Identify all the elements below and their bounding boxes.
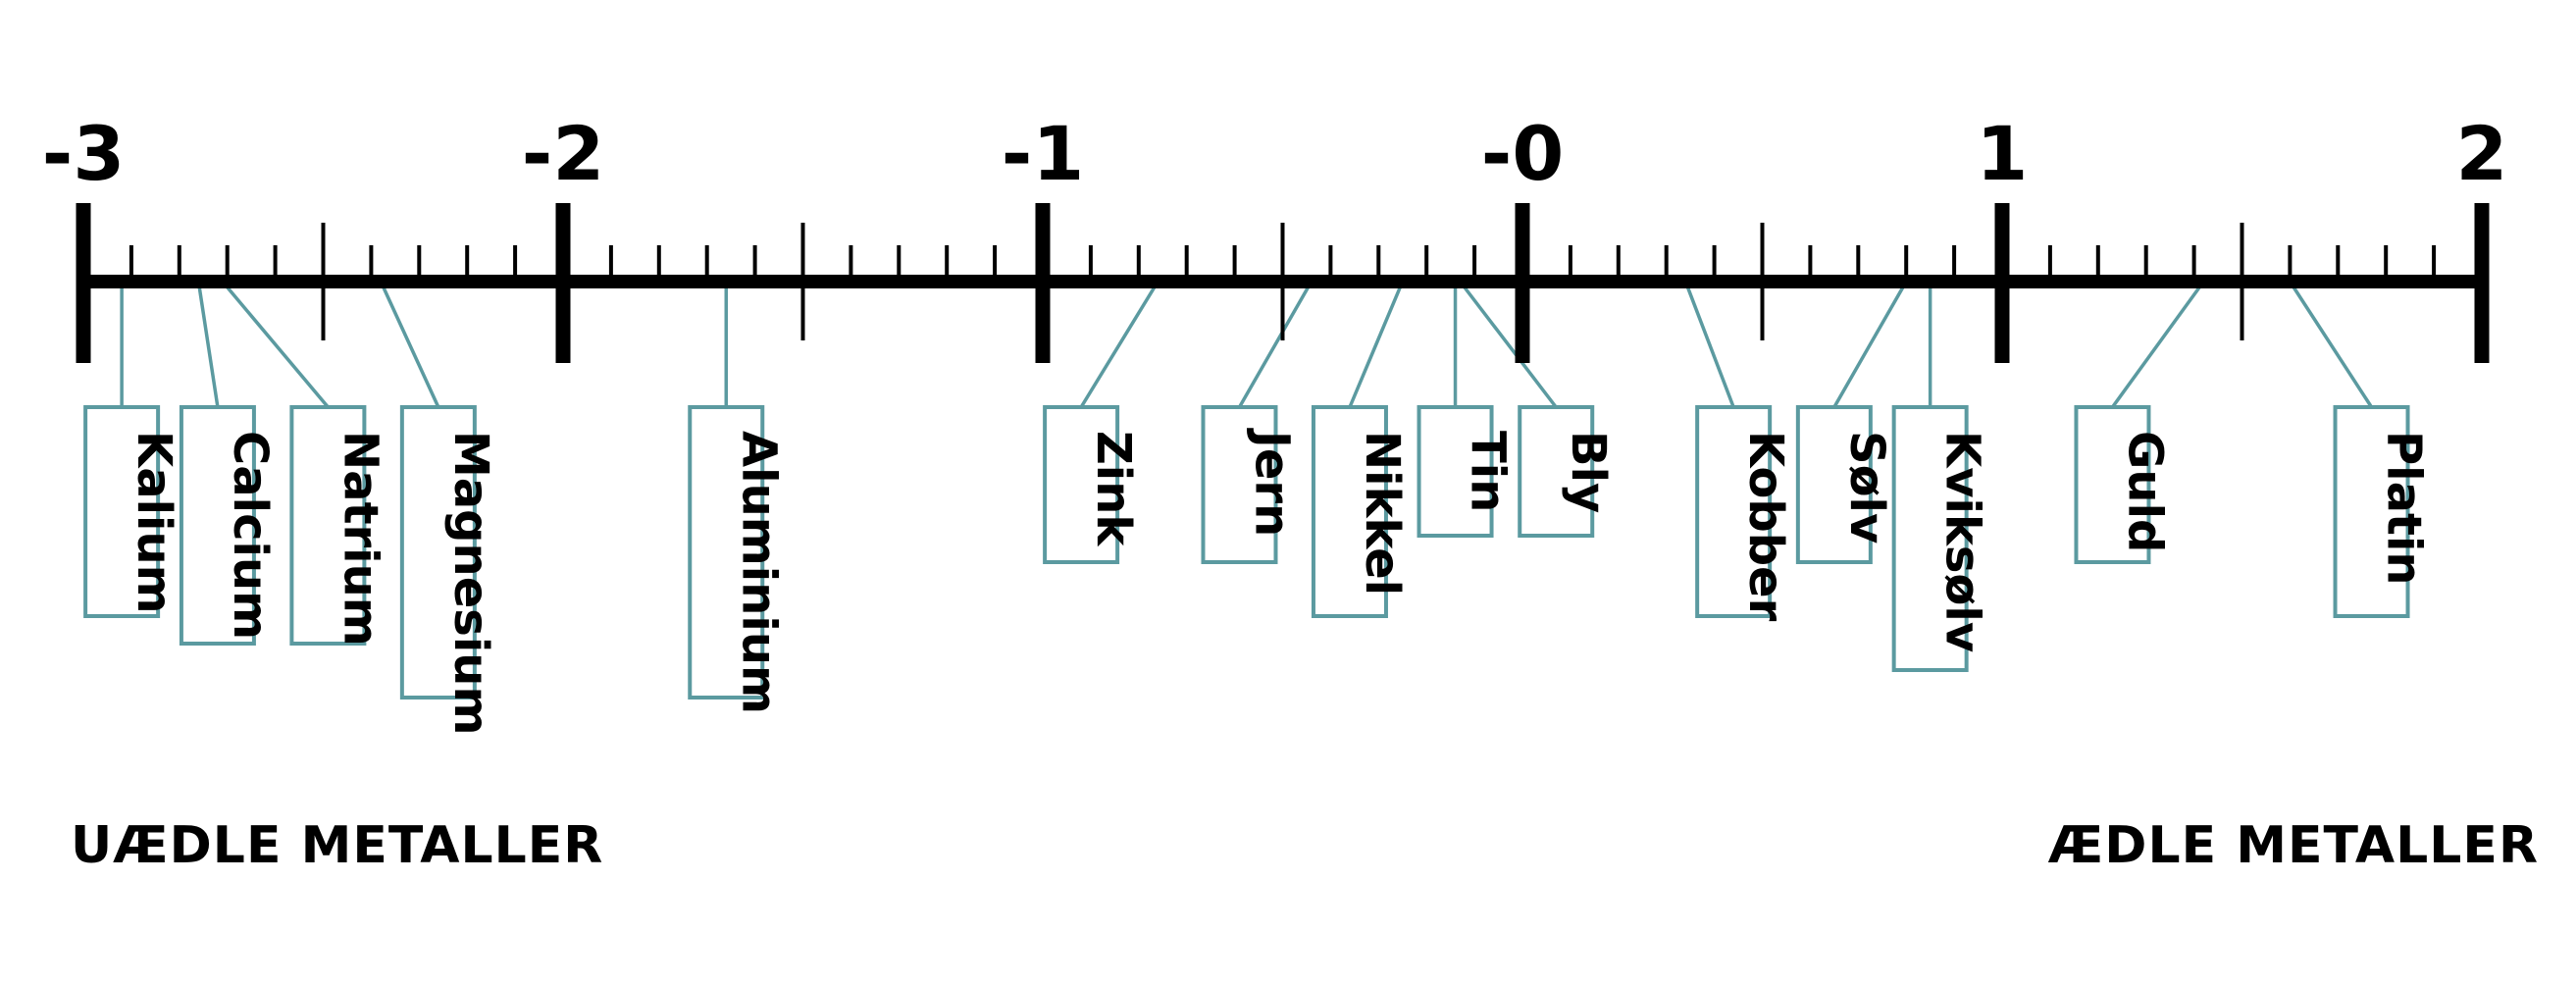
metal-box-frame [1417,405,1494,538]
metal-label: Natrium [333,431,387,647]
ignoble-metals-label: UÆDLE METALLER [71,816,604,875]
metal-box: Calcium [179,405,278,646]
metal-box-frame [2333,405,2410,618]
connector-line [1237,281,1314,408]
metal-box-frame [399,405,477,700]
metal-box: Kobber [1695,405,1793,622]
metal-box-frame [1043,405,1120,564]
tick-label: 1 [1977,110,2029,197]
connector-line [1832,281,1908,408]
metal-label-boxes: Kalium Calcium Natrium Magnesium Aluminium Zi… [83,405,2432,735]
tick-label: -3 [42,110,125,197]
metal-box-frame [2074,405,2151,564]
metal-label: Kalium [127,431,181,614]
metal-label: Tin [1461,431,1516,512]
metal-label: Bly [1561,431,1616,513]
metal-box: Natrium [289,405,387,647]
tick-labels: -3 -2 -1 -0 1 2 [42,110,2508,197]
metal-label: Magnesium [443,431,498,735]
metal-label: Kviksølv [1935,431,1990,652]
metal-box: Nikkel [1311,405,1410,618]
metal-label: Jern [1244,428,1299,537]
metal-box-frame [83,405,161,618]
metal-label: Aluminium [731,431,786,714]
metal-box-frame [289,405,367,646]
metal-box: Bly [1518,405,1616,538]
metal-box-frame [1201,405,1278,564]
metal-label: Nikkel [1355,431,1410,596]
metal-box: Sølv [1795,405,1894,564]
tick-label: 2 [2456,110,2508,197]
metal-label: Sølv [1839,431,1894,544]
connector-line [1459,280,1558,409]
metal-box: Zink [1043,405,1141,564]
metal-box-frame [179,405,256,646]
metal-box-frame [688,405,765,700]
tick-label: -1 [1002,110,1084,197]
connector-lines [120,280,2373,409]
metal-box: Aluminium [688,405,786,714]
metal-box: Guld [2074,405,2172,564]
tick-label: -2 [522,110,604,197]
noble-metals-label: ÆDLE METALLER [2047,816,2539,875]
connector-line [1683,281,1735,408]
metal-label: Guld [2117,431,2172,552]
metal-label: Platin [2377,431,2432,586]
metal-box-frame [1795,405,1873,564]
connector-line [1348,281,1405,408]
connector-line [221,280,330,409]
metal-box: Kviksølv [1891,405,1990,672]
metal-box-frame [1311,405,1388,618]
connector-line [2288,281,2373,408]
metal-box: Kalium [83,405,181,618]
metal-box-frame [1695,405,1773,618]
connector-line [1079,281,1159,408]
metal-box: Tin [1417,405,1516,538]
tick-label: -0 [1481,110,1564,197]
number-line-axis [76,203,2490,363]
metal-box: Platin [2333,405,2432,618]
metal-label: Kobber [1738,431,1793,622]
connector-line [379,281,440,408]
metal-box-frame [1518,405,1595,538]
metal-box: Magnesium [399,405,498,735]
metal-box: Jern [1201,405,1299,564]
metal-box-frame [1891,405,1969,672]
metal-label: Calcium [223,431,278,640]
metal-label: Zink [1086,431,1141,546]
connector-line [2111,280,2205,409]
connector-line [196,281,220,408]
